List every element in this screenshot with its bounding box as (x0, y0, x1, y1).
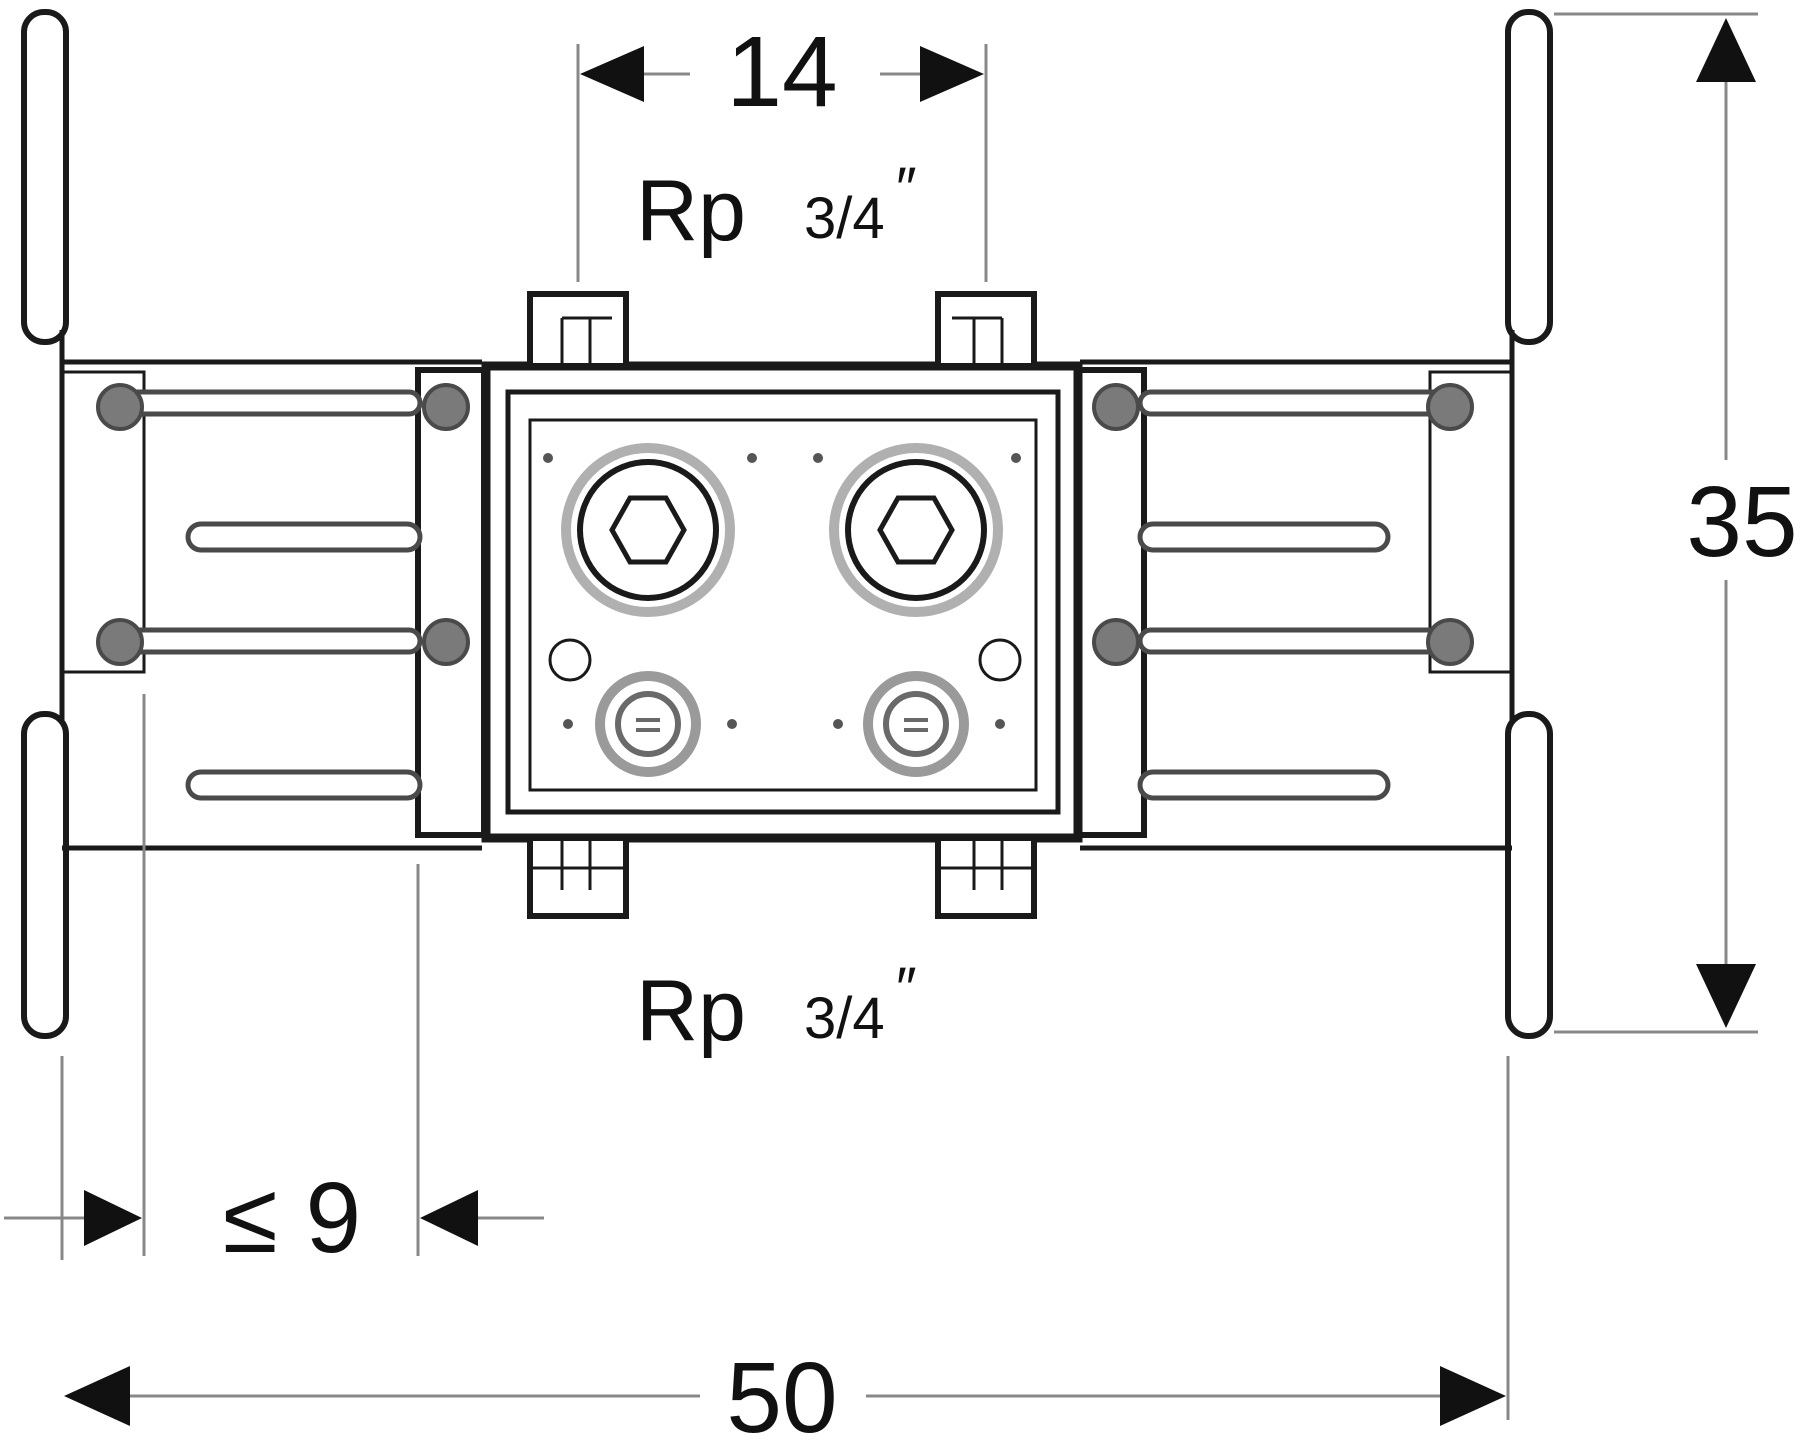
dimension-offset-label: ≤ 9 (223, 1162, 361, 1274)
screw-holes (543, 453, 1021, 729)
dimension-bottom-width (64, 1056, 1510, 1426)
bottom-connection-prefix: Rp (636, 963, 746, 1059)
dimension-bottom-width-label: 50 (726, 1342, 837, 1440)
bottom-connection-mark: ″ (896, 956, 917, 1021)
top-left-pipe-stub (527, 291, 629, 369)
dimension-top-width (576, 44, 988, 282)
left-rail-assembly (60, 359, 487, 851)
right-plug (863, 671, 969, 777)
dimension-height-label: 35 (1686, 466, 1797, 578)
valve-housing (481, 291, 1083, 919)
left-plug (595, 671, 701, 777)
top-connection-fraction: 3/4 (804, 186, 885, 251)
left-mounting-bracket (21, 9, 69, 1039)
right-mounting-bracket (1505, 9, 1553, 1039)
dimension-offset (4, 694, 544, 1260)
dimension-height (1554, 12, 1758, 1034)
right-rail-assembly (1075, 359, 1514, 851)
dimension-top-width-label: 14 (726, 16, 837, 128)
top-connection-mark: ″ (896, 156, 917, 221)
bottom-connection-label: Rp 3/4 ″ (636, 956, 917, 1059)
top-connection-label: Rp 3/4 ″ (636, 156, 917, 259)
right-connection-socket (829, 443, 1003, 617)
bottom-connection-fraction: 3/4 (804, 986, 885, 1051)
bottom-left-pipe-stub (527, 835, 629, 919)
top-connection-prefix: Rp (636, 163, 746, 259)
top-right-pipe-stub (935, 291, 1037, 369)
bottom-right-pipe-stub (935, 835, 1037, 919)
left-connection-socket (561, 443, 735, 617)
